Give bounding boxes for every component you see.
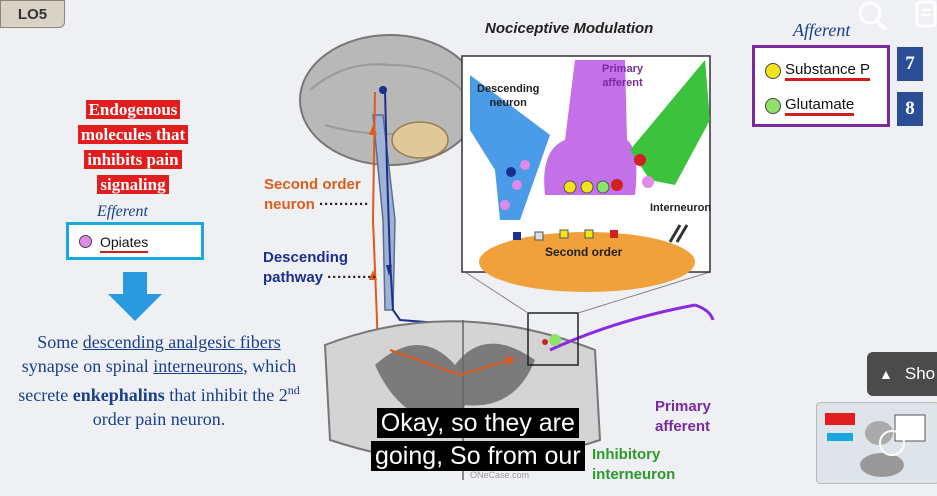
substance-p-dot-icon — [765, 63, 781, 79]
show-label: Sho — [904, 364, 936, 383]
efferent-label: Efferent — [97, 203, 148, 220]
opiates-dot-icon — [79, 235, 92, 248]
inset-interneuron-label: Interneuron — [650, 202, 712, 214]
number-8-badge: 8 — [897, 92, 923, 126]
glutamate-label: Glutamate — [785, 96, 855, 116]
search-icon[interactable] — [855, 0, 889, 30]
watermark: ONeCase.com — [470, 470, 530, 480]
opiates-legend-box: Opiates — [66, 222, 204, 260]
glutamate-dot-icon — [765, 98, 781, 114]
inset-second-order-label: Second order — [545, 245, 623, 259]
diagram-title: Nociceptive Modulation — [485, 20, 654, 37]
endogenous-molecules-heading: Endogenous molecules that inhibits pain … — [48, 97, 218, 197]
thumbnail-preview-icon — [825, 413, 926, 477]
substance-p-label: Substance P — [785, 61, 871, 81]
afferent-label: Afferent — [793, 20, 851, 40]
slide-thumbnail[interactable] — [816, 402, 937, 484]
menu-icon[interactable] — [912, 0, 937, 30]
opiates-label: Opiates — [100, 234, 149, 253]
number-7-badge: 7 — [897, 47, 923, 81]
afferent-legend-box: Substance P Glutamate — [752, 45, 890, 127]
chevron-up-icon: ▲ — [879, 366, 893, 382]
show-more-button[interactable]: ▲ Sho — [867, 352, 937, 396]
down-arrow-icon — [108, 272, 162, 321]
descending-fibers-description: Some descending analgesic fibers synapse… — [18, 332, 300, 429]
lo5-badge: LO5 — [0, 0, 65, 28]
